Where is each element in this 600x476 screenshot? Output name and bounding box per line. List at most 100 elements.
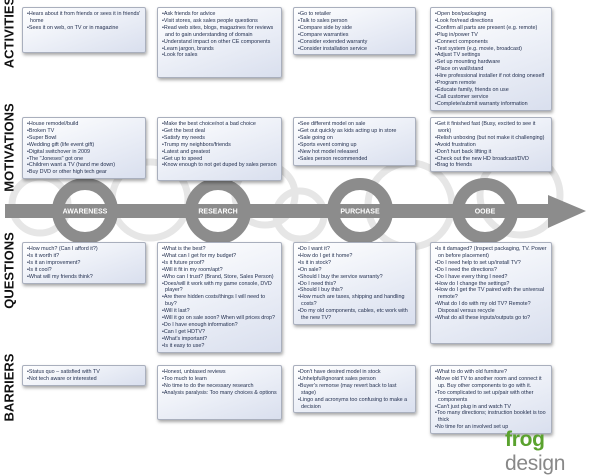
logo-frog: frog [505,428,545,451]
list-item: Visit stores, ask sales people questions [162,18,278,25]
list-item: Look for sales [162,52,278,59]
list-item: Understand impact on other CE components [162,39,278,46]
barriers-list: Status quo – satisfied with TVNot tech a… [27,369,142,383]
list-item: Place on wall/stand [435,66,548,73]
list-item: Will it go on sale soon? When will price… [162,315,278,322]
list-item: Not tech aware or interested [27,376,142,383]
list-item: Relish unboxing (but not make it challen… [435,135,548,142]
logo-design: design [505,452,566,475]
barriers-box-purchase: Don't have desired model in stockUnhelpf… [293,365,416,414]
list-item: Make the best choice/not a bad choice [162,121,278,128]
row-label-questions: QUESTIONS [1,232,17,309]
stage-label-oobe: OOBE [475,209,496,216]
list-item: Get it finished fast (Busy, excited to s… [435,121,548,135]
barriers-box-awareness: Status quo – satisfied with TVNot tech a… [22,365,146,386]
activities-box-research: Ask friends for adviceVisit stores, ask … [157,7,282,78]
list-item: How do I get it home? [298,253,412,260]
questions-box-awareness: How much? (Can I afford it?)Is it worth … [22,242,146,284]
list-item: Wedding gift (life event gift) [27,142,142,149]
list-item: Should I buy this? [298,287,412,294]
list-item: On sale? [298,267,412,274]
list-item: Move old TV to another room and connect … [435,376,548,390]
list-item: Will it last? [162,308,278,315]
list-item: Too much to learn [162,376,278,383]
list-item: Plug in/power TV [435,32,548,39]
list-item: Digital switchover in 2009 [27,149,142,156]
questions-box-purchase: Do I want it?How do I get it home?Is it … [293,242,416,325]
stage-label-purchase: PURCHASE [340,209,380,216]
list-item: Do I need this? [298,281,412,288]
list-item: Broken TV [27,128,142,135]
motivations-list: Get it finished fast (Busy, excited to s… [435,121,548,169]
list-item: Sales person recommended [298,156,412,163]
list-item: See different model on sale [298,121,412,128]
list-item: Honest, unbiased reviews [162,369,278,376]
barriers-box-oobe: What to do with old furniture?Move old T… [430,365,552,435]
barriers-box-research: Honest, unbiased reviewsToo much to lear… [157,365,282,420]
list-item: Call customer service [435,94,548,101]
list-item: What do I do with my old TV? Remote? Dis… [435,301,548,315]
list-item: Satisfy my needs [162,135,278,142]
list-item: Can I get HDTV? [162,329,278,336]
list-item: Lingo and acronyms too confusing to make… [298,397,412,411]
list-item: Who can I trust? (Brand, Store, Sales Pe… [162,274,278,281]
stage-ring-oobe [452,178,518,244]
list-item: How much are taxes, shipping and handlin… [298,294,412,308]
questions-box-oobe: Is it damaged? (Inspect packaging, TV. P… [430,242,552,344]
list-item: Confirm all parts are present (e.g. remo… [435,25,548,32]
frog-design-logo: frog design [505,428,600,476]
list-item: Is it an improvement? [27,260,142,267]
list-item: Do I need the directions? [435,267,548,274]
stage-label-awareness: AWARENESS [63,209,108,216]
list-item: Buyer's remorse (may revert back to last… [298,383,412,397]
list-item: Children want a TV (hand me down) [27,162,142,169]
questions-list: What is the best?What can I get for my b… [162,246,278,350]
activities-box-oobe: Open box/packagingLook for/read directio… [430,7,552,111]
list-item: What is the best? [162,246,278,253]
list-item: Is it cool? [27,267,142,274]
list-item: Sees it on web, on TV or in magazine [27,25,142,32]
timeline-arrow-head [548,195,586,228]
list-item: Buy DVD or other high tech gear [27,169,142,176]
activities-list: Ask friends for adviceVisit stores, ask … [162,11,278,59]
questions-box-research: What is the best?What can I get for my b… [157,242,282,353]
list-item: Status quo – satisfied with TV [27,369,142,376]
list-item: Do I have every thing I need? [435,274,548,281]
list-item: Will it fit in my room/apt? [162,267,278,274]
list-item: Latest and greatest [162,149,278,156]
barriers-list: What to do with old furniture?Move old T… [435,369,548,431]
list-item: The "Joneses" got one [27,156,142,163]
motivations-box-awareness: House remodel/buildBroken TVSuper BowlWe… [22,117,146,180]
list-item: Does/will it work with my game console, … [162,281,278,295]
list-item: House remodel/build [27,121,142,128]
list-item: Is it in stock? [298,260,412,267]
list-item: No time for an involved set up [435,424,548,431]
list-item: Test system (e.g. movie, broadcast) [435,46,548,53]
stage-ring-purchase [327,178,393,244]
list-item: Set up mounting hardware [435,59,548,66]
motivations-list: Make the best choice/not a bad choiceGet… [162,121,278,169]
barriers-list: Don't have desired model in stockUnhelpf… [298,369,412,410]
list-item: Program remote [435,80,548,87]
list-item: Trump my neighbors/friends [162,142,278,149]
list-item: Know enough to not get duped by sales pe… [162,162,278,169]
motivations-box-oobe: Get it finished fast (Busy, excited to s… [430,117,552,173]
activities-list: Go to retailerTalk to sales personCompar… [298,11,412,52]
list-item: Open box/packaging [435,11,548,18]
stage-ring-awareness [52,178,118,244]
list-item: Super Bowl [27,135,142,142]
row-label-barriers: BARRIERS [1,353,17,422]
list-item: What do all these inputs/outputs go to? [435,315,548,322]
list-item: Get out quickly as kids acting up in sto… [298,128,412,135]
list-item: No time to do the necessary research [162,383,278,390]
list-item: How much? (Can I afford it?) [27,246,142,253]
list-item: Get the best deal [162,128,278,135]
motivations-list: House remodel/buildBroken TVSuper BowlWe… [27,121,142,176]
list-item: What can I get for my budget? [162,253,278,260]
list-item: Analysis paralysis: Too many choices & o… [162,390,278,397]
list-item: Hears about it from friends or sees it i… [27,11,142,25]
list-item: What's important? [162,336,278,343]
list-item: Read web sites, blogs, magazines for rev… [162,25,278,39]
list-item: Complete/submit warranty information [435,101,548,108]
timeline-arrow-shaft [5,204,555,218]
